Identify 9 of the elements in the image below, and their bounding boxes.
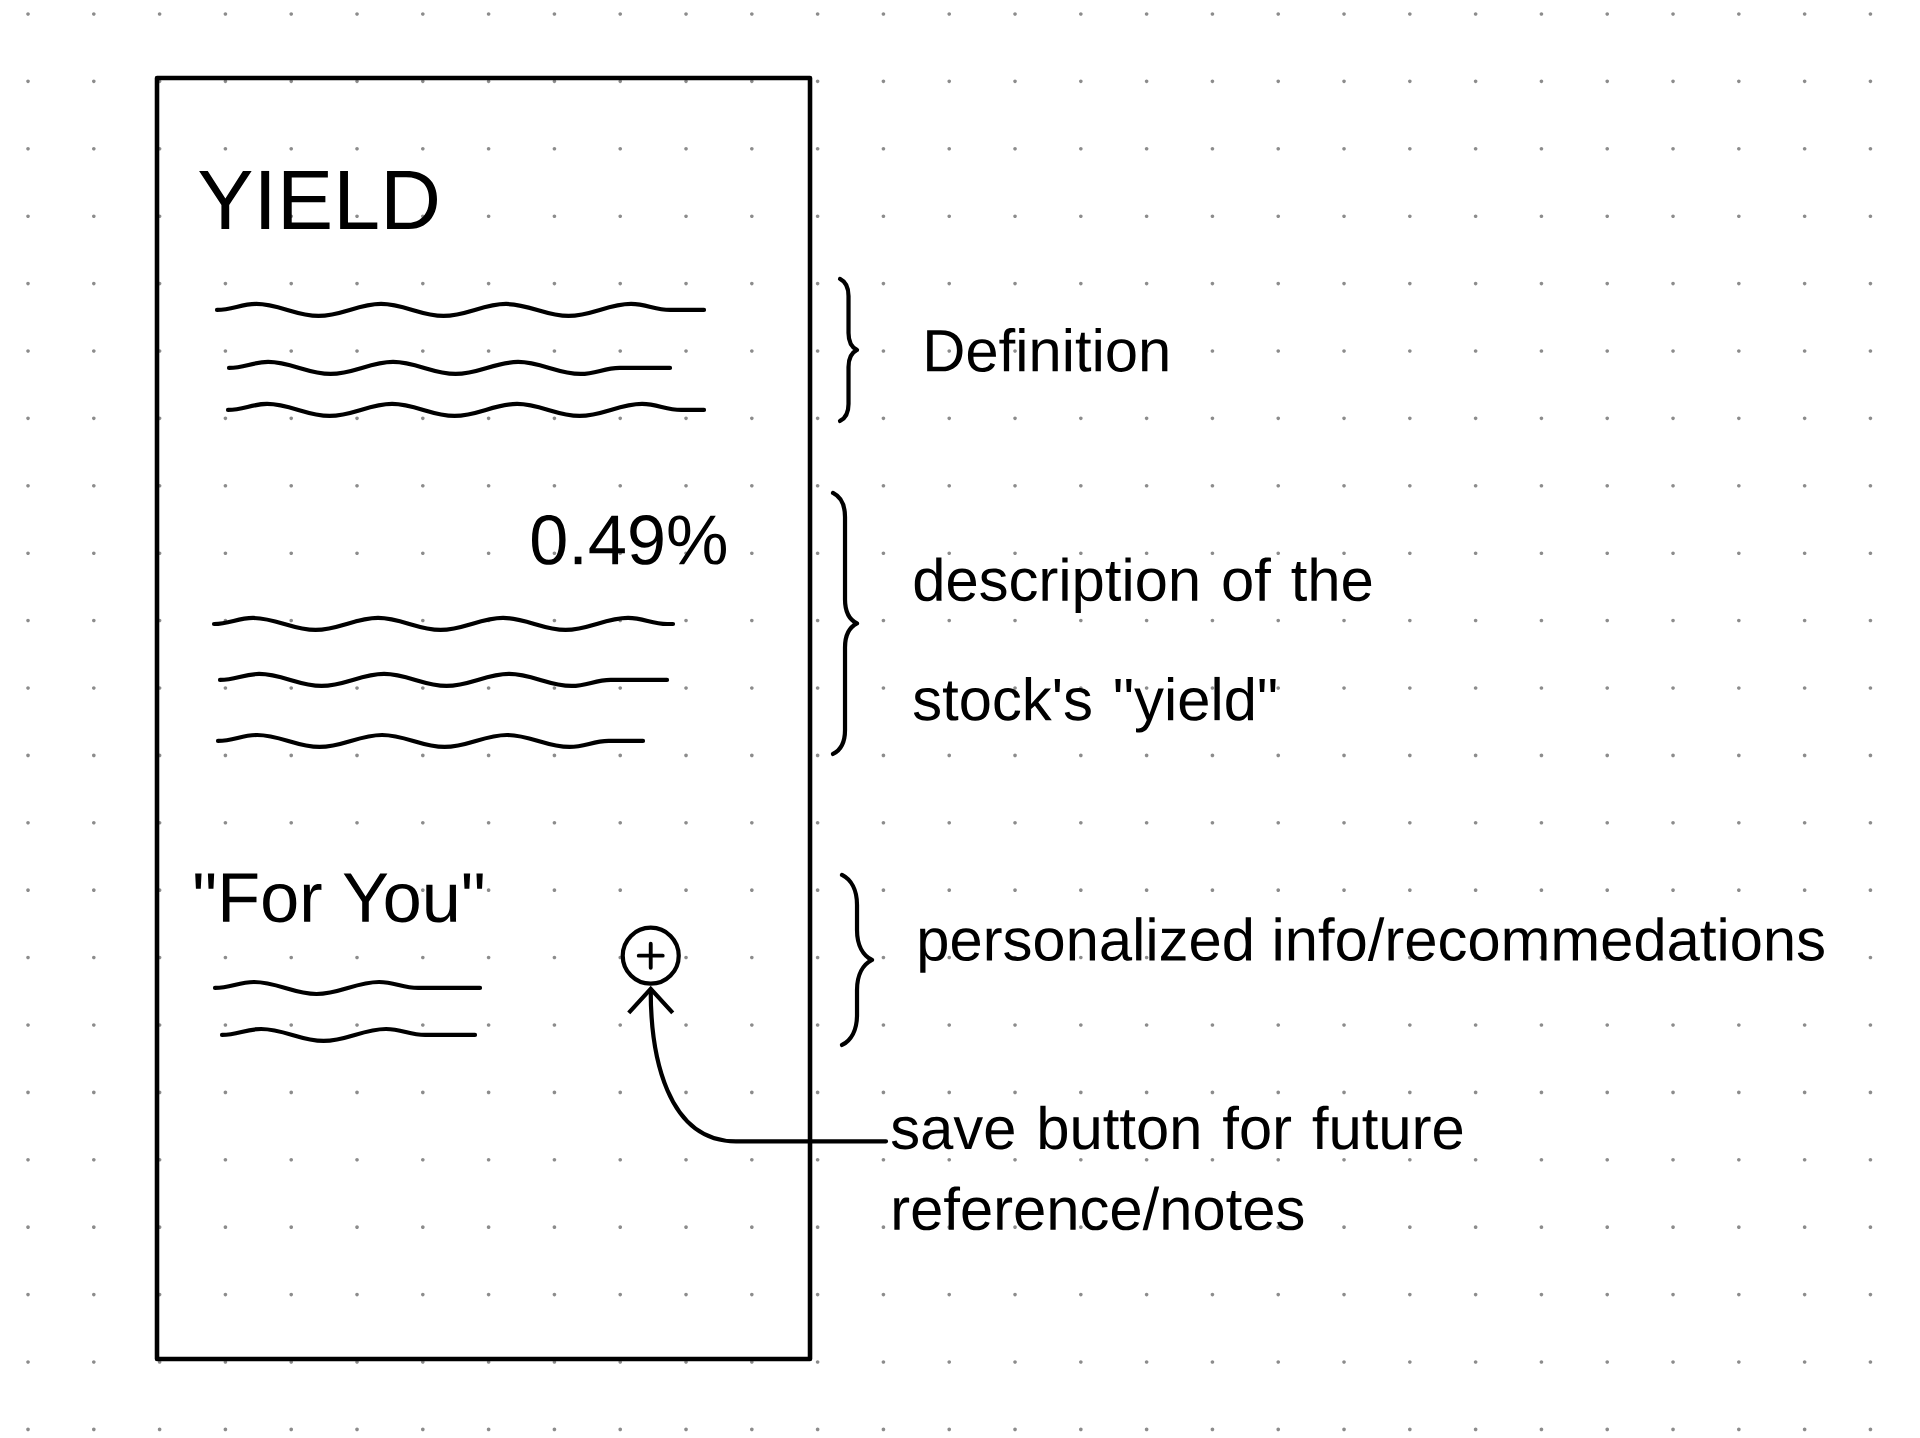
plus-button <box>620 925 681 986</box>
curved-arrow <box>627 985 889 1144</box>
section-heading: "For You" <box>195 873 483 923</box>
annotation-text: Definition <box>927 328 1168 372</box>
percentage-value: 0.49% <box>532 515 726 565</box>
annotation-text: description of the stock's "yield" <box>913 557 1372 733</box>
screen-title: YIELD <box>199 170 437 229</box>
callout-text: save button for future reference/notes <box>891 1105 1463 1231</box>
annotation-text: personalized info/recommedations <box>920 917 1824 973</box>
